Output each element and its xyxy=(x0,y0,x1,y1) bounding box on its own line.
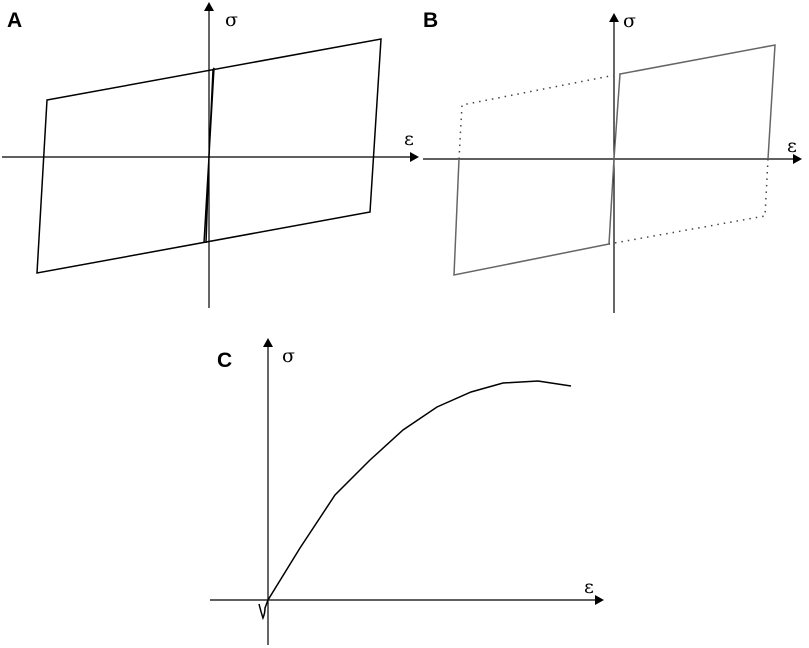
panel-a-label: A xyxy=(7,9,22,32)
panel-c-stress-strain-curve xyxy=(258,380,572,621)
panel-a-x-axis-arrow xyxy=(410,152,419,162)
panel-b-solid-upper-branch xyxy=(613,44,776,160)
panel-b-solid-lower-branch xyxy=(453,158,615,276)
panel-b-dotted-lower-right xyxy=(608,158,769,245)
panel-a-elastic-line xyxy=(203,67,215,244)
panel-a-sigma-label: σ xyxy=(225,9,238,31)
panel-b-y-axis-arrow xyxy=(609,13,619,22)
panel-c-y-axis-arrow xyxy=(263,338,273,347)
panel-b-x-axis-arrow xyxy=(793,154,802,164)
panel-c-x-axis-arrow xyxy=(595,595,604,605)
panel-c-epsilon-label: ε xyxy=(584,576,594,598)
panel-a: A σ ε xyxy=(2,2,419,308)
panel-a-epsilon-label: ε xyxy=(404,128,414,150)
panel-b-dotted-upper-left xyxy=(458,73,621,160)
panel-c-label: C xyxy=(217,349,232,372)
panel-a-y-axis-arrow xyxy=(204,2,214,11)
panel-b-epsilon-label: ε xyxy=(787,135,797,157)
panel-b-sigma-label: σ xyxy=(623,10,636,32)
panel-c: C σ ε xyxy=(210,338,604,645)
panel-b-label: B xyxy=(423,9,438,32)
panel-c-sigma-label: σ xyxy=(282,345,295,367)
panel-b: B σ ε xyxy=(423,9,802,313)
panel-a-hysteresis-loop xyxy=(36,38,382,274)
